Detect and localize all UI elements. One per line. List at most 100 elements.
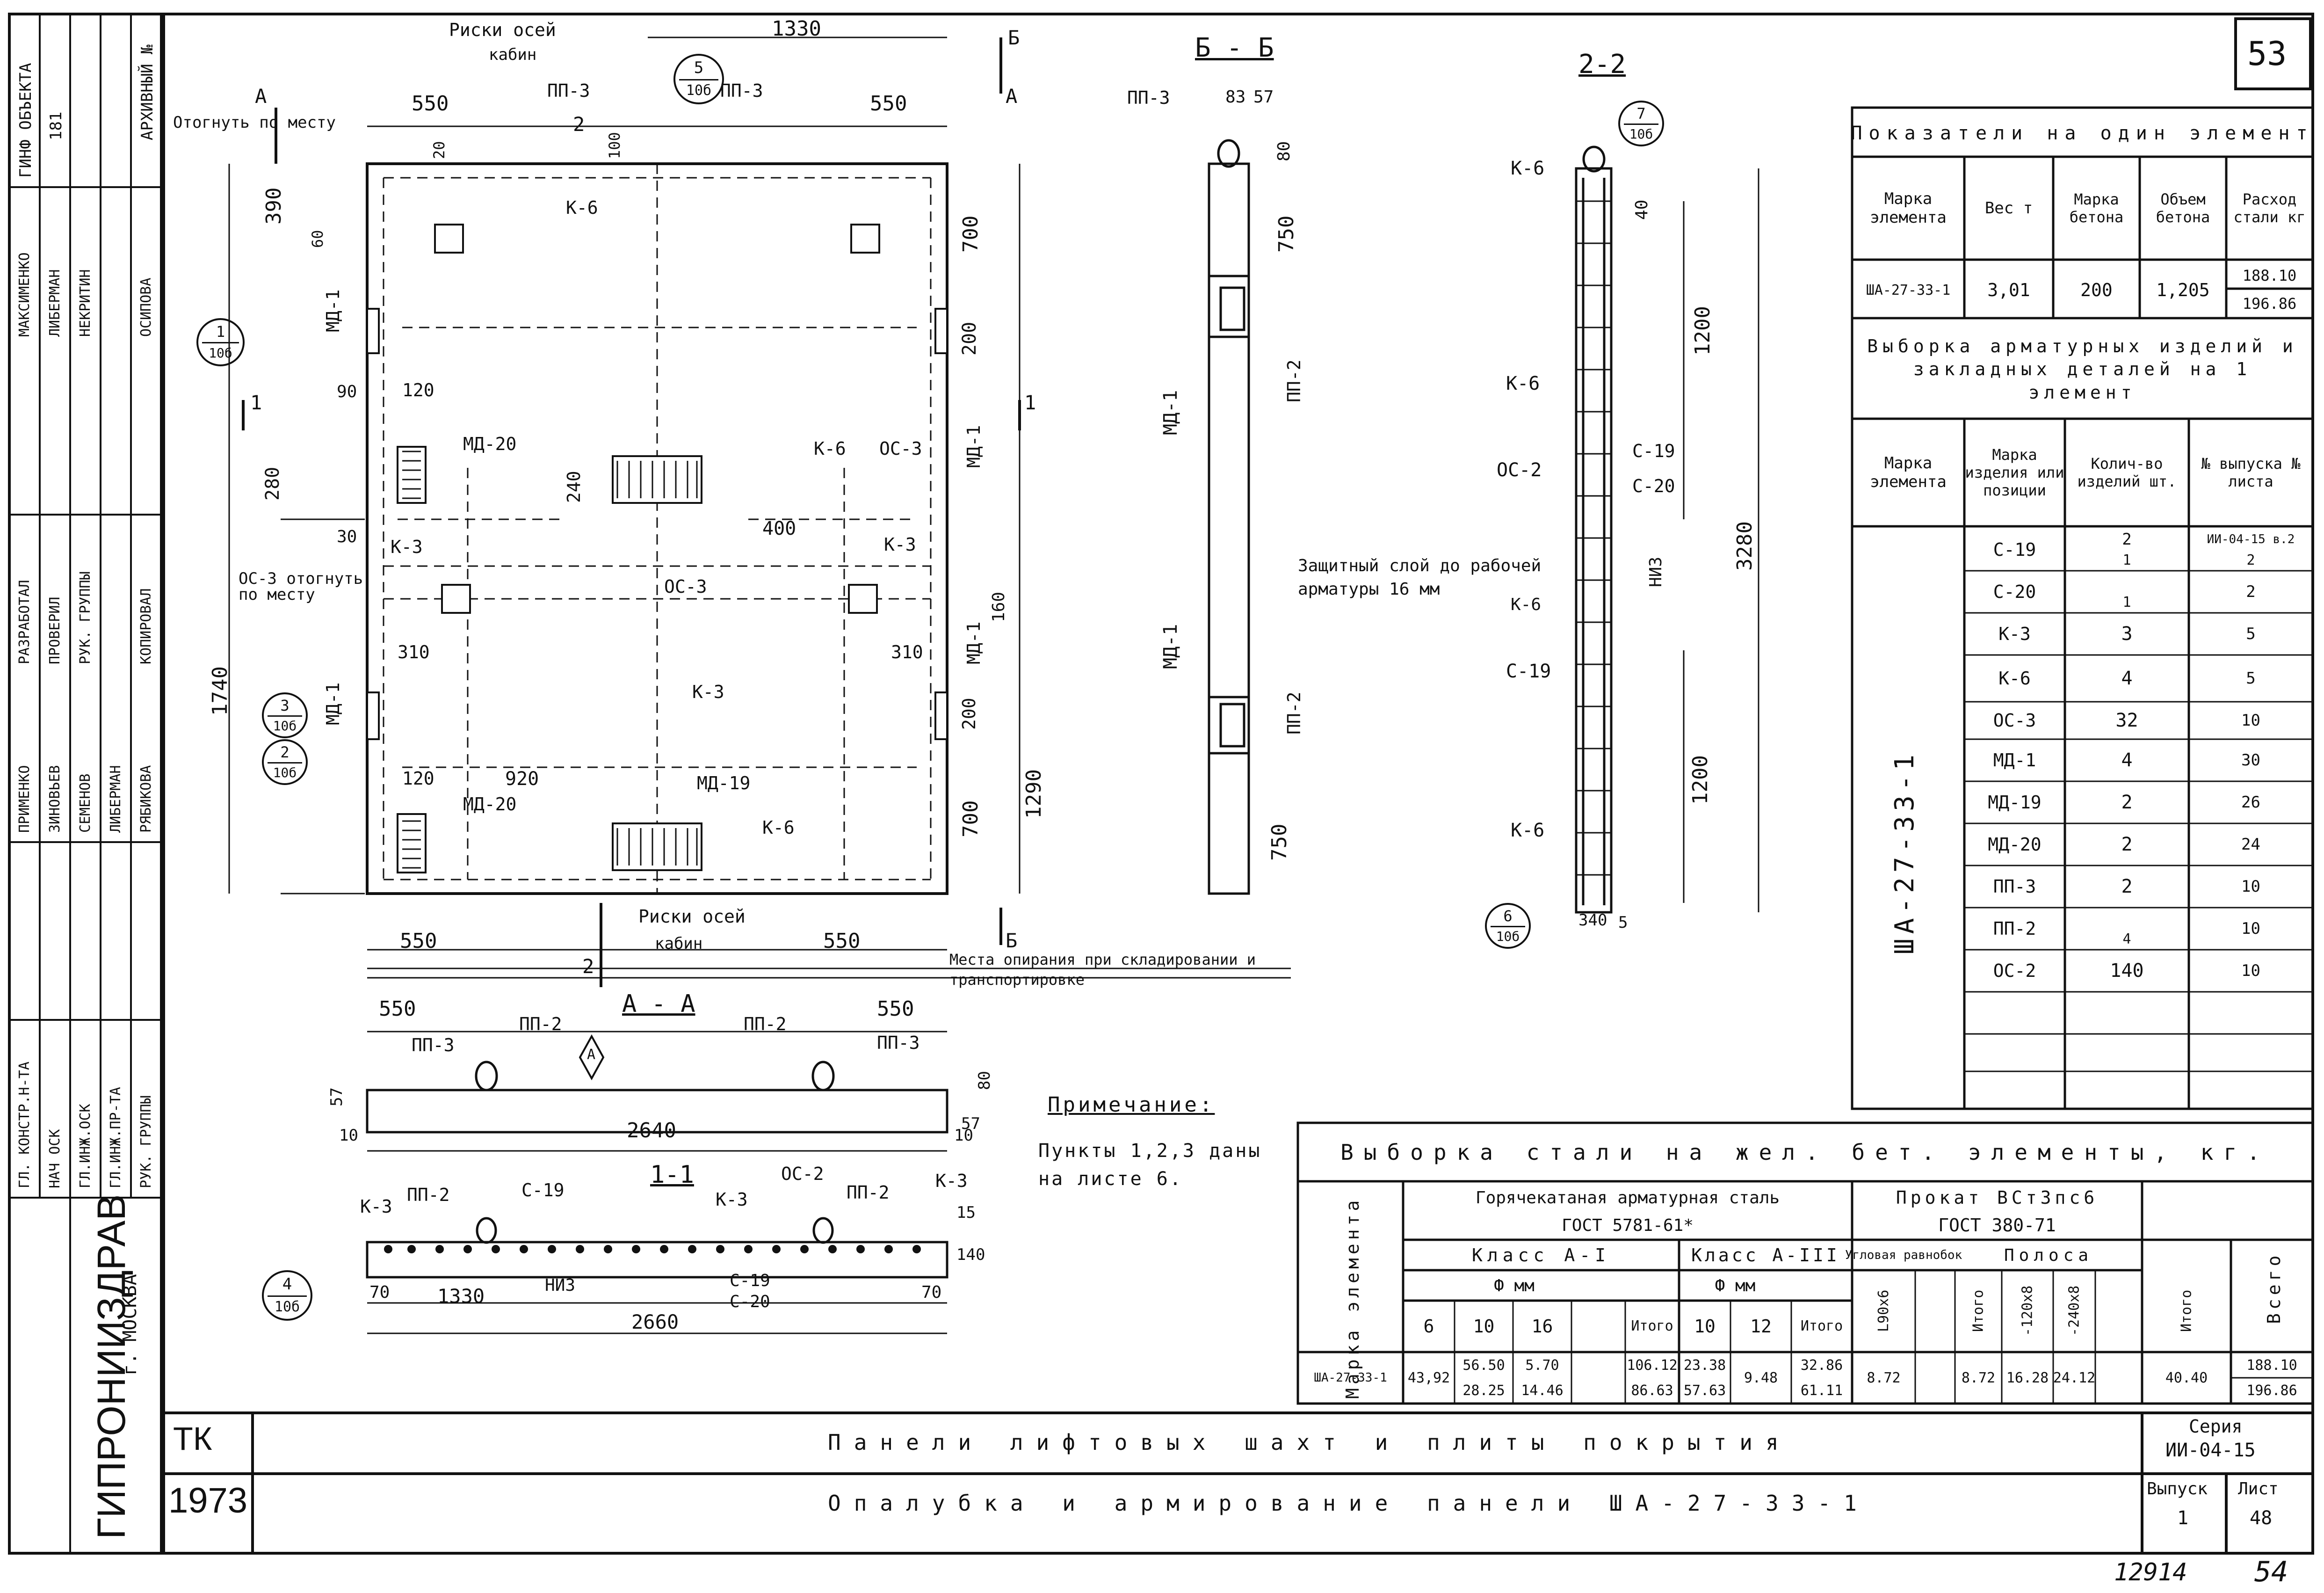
section-mark-a-right: А: [1006, 85, 1018, 108]
section-11-dim-70-r: 70: [921, 1283, 942, 1302]
plan-label-support: Места опирания при складировании и транс…: [949, 951, 1256, 989]
section-11-label-bottom: НИЗ: [545, 1276, 576, 1295]
section-22-dim-340: 340: [1578, 911, 1607, 930]
section-11-title: 1-1: [650, 1161, 694, 1189]
section-bb-dim-83: 83: [1225, 87, 1246, 107]
section-bb-dim-57: 57: [1253, 87, 1274, 107]
section-bb-label-md1-top: МД-1: [1160, 390, 1181, 435]
callout-2: 2 10б: [262, 739, 308, 785]
steel-total: Всего: [2264, 1251, 2284, 1324]
section-aa-dim-2640: 2640: [627, 1119, 676, 1142]
callout-5-num: 5: [694, 58, 704, 77]
steel-cell-6-1: 57.63: [1683, 1382, 1726, 1399]
section-aa-dim-550-r: 550: [877, 997, 914, 1021]
stamp-top-2: АРХИВНЫЙ №: [138, 44, 157, 140]
callout-4-line: [268, 1295, 307, 1297]
issue-value: 1: [2177, 1507, 2189, 1529]
plan-label-os3-a: ОС-3: [879, 438, 922, 459]
callout-2-line: [268, 762, 302, 764]
section-11-label-c19-top: С-19: [521, 1180, 565, 1200]
callout-7-num: 7: [1636, 105, 1646, 123]
note-text-1: Пункты 1,2,3 даны: [1038, 1140, 1262, 1162]
product-qty-10: 140: [2110, 960, 2144, 982]
callout-2-sheet: 10б: [273, 764, 297, 780]
steel-class-3: Класс А-III: [1691, 1245, 1840, 1266]
product-item-5: МД-1: [1993, 750, 2036, 771]
indicators-header-concrete-grade: Марка бетона: [2069, 190, 2124, 226]
section-22-dim-5: 5: [1618, 913, 1628, 932]
section-11-label-pp2-r: ПП-2: [847, 1182, 890, 1203]
callout-1: 1 10б: [196, 318, 245, 366]
plan-dim-700-top: 700: [959, 215, 983, 253]
section-22-cover-note: Защитный слой до рабочей арматуры 16 мм: [1298, 556, 1542, 599]
plan-label-md19: МД-19: [697, 773, 751, 793]
steel-col-head-0: 6: [1423, 1316, 1434, 1337]
page-number: 54: [2254, 1556, 2288, 1588]
plan-dim-550-br: 550: [823, 929, 861, 953]
section-bb-dim-80: 80: [1274, 141, 1294, 161]
section-aa-label-pp2-l: ПП-2: [519, 1014, 562, 1034]
section-11-dim-15: 15: [956, 1203, 976, 1222]
issue-label: Выпуск: [2147, 1479, 2208, 1498]
plan-label-md20-a: МД-20: [463, 434, 517, 454]
stamp-role-1: НАЧ ОСК: [47, 1129, 63, 1188]
steel-rolled: Прокат ВСт3пс6: [1896, 1187, 2099, 1208]
product-item-10: ОС-2: [1993, 960, 2036, 981]
section-22-label-c19: С-19: [1632, 441, 1675, 461]
indicators-row-weight: 3,01: [1987, 280, 2030, 300]
stamp-top-1: 181: [47, 111, 65, 140]
callout-6: 6 10б: [1485, 903, 1531, 949]
plan-label-risks-top: Риски осей: [449, 20, 556, 40]
plan-dim-20: 20: [430, 141, 448, 159]
product-qty-6: 2: [2121, 792, 2133, 813]
plan-label-md1-c: МД-1: [963, 425, 984, 468]
product-item-9: ПП-2: [1993, 918, 2036, 939]
section-bb-dim-750-bot: 750: [1267, 823, 1291, 861]
indicators-header-weight: Вес т: [1984, 199, 2033, 218]
section-11-label-k3-m: К-3: [716, 1189, 748, 1210]
plan-label-k3-a: К-3: [391, 537, 423, 557]
product-qty-7: 2: [2121, 834, 2133, 855]
product-item-2: К-3: [1998, 624, 2031, 644]
section-bb-label-md1-bot: МД-1: [1160, 624, 1181, 669]
section-22-dim-3280: 3280: [1733, 521, 1757, 571]
product-item-1: С-20: [1993, 582, 2036, 602]
steel-cell-11: 8.72: [1961, 1369, 1996, 1386]
product-qty-3: 4: [2121, 668, 2133, 689]
stamp-role-2: ГЛ.ИНЖ.ОСК: [77, 1104, 94, 1188]
stamp-role-4: РУК. ГРУППЫ: [138, 1095, 154, 1188]
steel-col-head-4: Итого: [1631, 1318, 1673, 1334]
section-11-label-pp2-l: ПП-2: [407, 1185, 450, 1205]
product-qty2-0: 1: [2122, 552, 2131, 568]
callout-4: 4 10б: [262, 1270, 312, 1321]
plan-dim-310-r: 310: [891, 642, 923, 662]
product-sheet-9: 10: [2241, 919, 2260, 938]
plan-label-cabins-top: кабин: [489, 45, 537, 64]
sheet-value: 48: [2250, 1507, 2273, 1529]
callout-6-sheet: 10б: [1496, 928, 1520, 944]
product-sheet-7: 24: [2241, 835, 2260, 854]
section-22-label-k6-d: К-6: [1511, 820, 1545, 841]
section-11-dim-2660: 2660: [631, 1310, 679, 1333]
plan-dim-120-bl: 120: [402, 768, 434, 789]
steel-cell-0: ША-27-33-1: [1314, 1371, 1387, 1385]
plan-dim-550-bl: 550: [400, 929, 437, 953]
plan-dim-240: 240: [564, 471, 584, 503]
plan-dim-920: 920: [505, 768, 539, 790]
callout-4-num: 4: [282, 1275, 292, 1294]
stamp-role-0: ГЛ. КОНСТР.Н-ТА: [16, 1062, 33, 1188]
section-bb-label-pp2-bot: ПП-2: [1284, 691, 1304, 735]
product-qty-0: 2: [2122, 530, 2132, 549]
plan-label-md1-b: МД-1: [323, 682, 343, 725]
plan-label-os3-bend: ОС-3 отогнуть по месту: [239, 569, 363, 604]
section-mark-1-left: 1: [250, 391, 262, 414]
section-11-label-k3-l: К-3: [360, 1196, 392, 1217]
section-aa-label-pp3-l: ПП-3: [412, 1035, 455, 1055]
title-line-2: Опалубка и армирование панели ША-27-33-1: [828, 1491, 1870, 1516]
indicators-header-steel: Расход стали кг: [2233, 190, 2306, 226]
steel-cell-2-1: 28.25: [1462, 1382, 1505, 1399]
steel-col-head-1: 10: [1473, 1316, 1495, 1337]
steel-cell-12: 16.28: [2006, 1369, 2049, 1386]
inventory-number: 12914: [2114, 1558, 2187, 1586]
plan-dim-310-l: 310: [398, 642, 430, 662]
